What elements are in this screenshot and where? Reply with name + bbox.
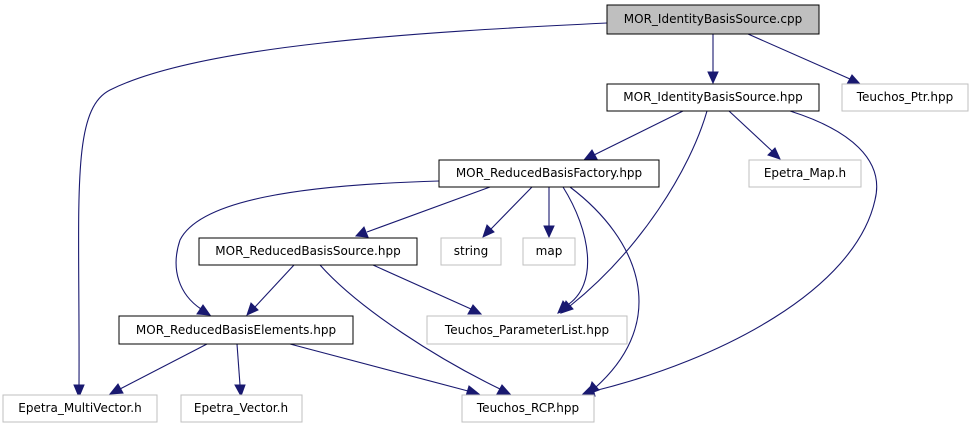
node-label: map xyxy=(536,244,563,258)
node-label: Teuchos_ParameterList.hpp xyxy=(444,323,609,337)
node-teuchos-rcp: Teuchos_RCP.hpp xyxy=(461,394,595,423)
node-root-file[interactable]: MOR_IdentityBasisSource.cpp xyxy=(606,4,820,35)
edge-reduced-basis-source-to-teuchos-parameterlist xyxy=(372,264,483,315)
node-teuchos-ptr: Teuchos_Ptr.hpp xyxy=(841,83,969,112)
edge-root-to-identity-hpp xyxy=(707,34,719,85)
edge-reduced-basis-elements-to-epetra-multivector xyxy=(108,343,208,395)
node-reduced-basis-source-hpp[interactable]: MOR_ReducedBasisSource.hpp xyxy=(198,237,418,266)
node-label: MOR_ReducedBasisFactory.hpp xyxy=(456,166,642,180)
edge-identity-hpp-to-epetra-map xyxy=(728,110,781,160)
node-epetra-multivector: Epetra_MultiVector.h xyxy=(2,394,158,423)
edge-reduced-basis-factory-to-reduced-basis-elements xyxy=(175,180,440,316)
node-epetra-vector: Epetra_Vector.h xyxy=(180,394,303,423)
edge-reduced-basis-factory-to-map xyxy=(543,187,555,239)
node-label: Epetra_Map.h xyxy=(764,166,846,180)
node-label: MOR_ReducedBasisElements.hpp xyxy=(136,323,336,337)
edge-reduced-basis-elements-to-epetra-vector xyxy=(234,343,246,398)
edge-reduced-basis-factory-to-teuchos-rcp xyxy=(569,186,640,395)
edge-identity-hpp-to-teuchos-parameterlist xyxy=(560,110,708,314)
edges xyxy=(73,22,878,399)
node-label: MOR_ReducedBasisSource.hpp xyxy=(215,244,400,258)
node-label: Teuchos_RCP.hpp xyxy=(476,401,579,415)
node-reduced-basis-elements-hpp[interactable]: MOR_ReducedBasisElements.hpp xyxy=(118,315,354,345)
edge-reduced-basis-factory-to-teuchos-parameterlist xyxy=(557,186,589,314)
edge-reduced-basis-source-to-reduced-basis-elements xyxy=(246,264,295,316)
node-identity-basis-source-hpp[interactable]: MOR_IdentityBasisSource.hpp xyxy=(606,83,820,112)
node-label: Teuchos_Ptr.hpp xyxy=(856,90,954,104)
edge-root-to-epetra-multivector xyxy=(73,22,608,399)
node-label: MOR_IdentityBasisSource.hpp xyxy=(623,90,802,104)
edge-reduced-basis-source-to-teuchos-rcp xyxy=(319,264,512,395)
edge-reduced-basis-elements-to-teuchos-rcp xyxy=(289,343,481,397)
node-teuchos-parameterlist: Teuchos_ParameterList.hpp xyxy=(426,315,628,345)
node-label: Epetra_Vector.h xyxy=(194,401,288,415)
edge-reduced-basis-factory-to-string xyxy=(482,186,533,238)
node-string: string xyxy=(440,237,502,266)
edge-reduced-basis-factory-to-reduced-basis-source xyxy=(354,186,491,238)
node-label: Epetra_MultiVector.h xyxy=(18,401,141,415)
edge-identity-hpp-to-reduced-basis-factory xyxy=(582,110,684,161)
node-map: map xyxy=(522,237,576,266)
nodes: MOR_IdentityBasisSource.cpp MOR_Identity… xyxy=(2,4,969,423)
edge-root-to-teuchos-ptr xyxy=(747,33,862,85)
node-label: MOR_IdentityBasisSource.cpp xyxy=(624,12,802,26)
node-label: string xyxy=(454,244,488,258)
node-epetra-map: Epetra_Map.h xyxy=(748,159,862,188)
node-reduced-basis-factory-hpp[interactable]: MOR_ReducedBasisFactory.hpp xyxy=(438,159,660,188)
